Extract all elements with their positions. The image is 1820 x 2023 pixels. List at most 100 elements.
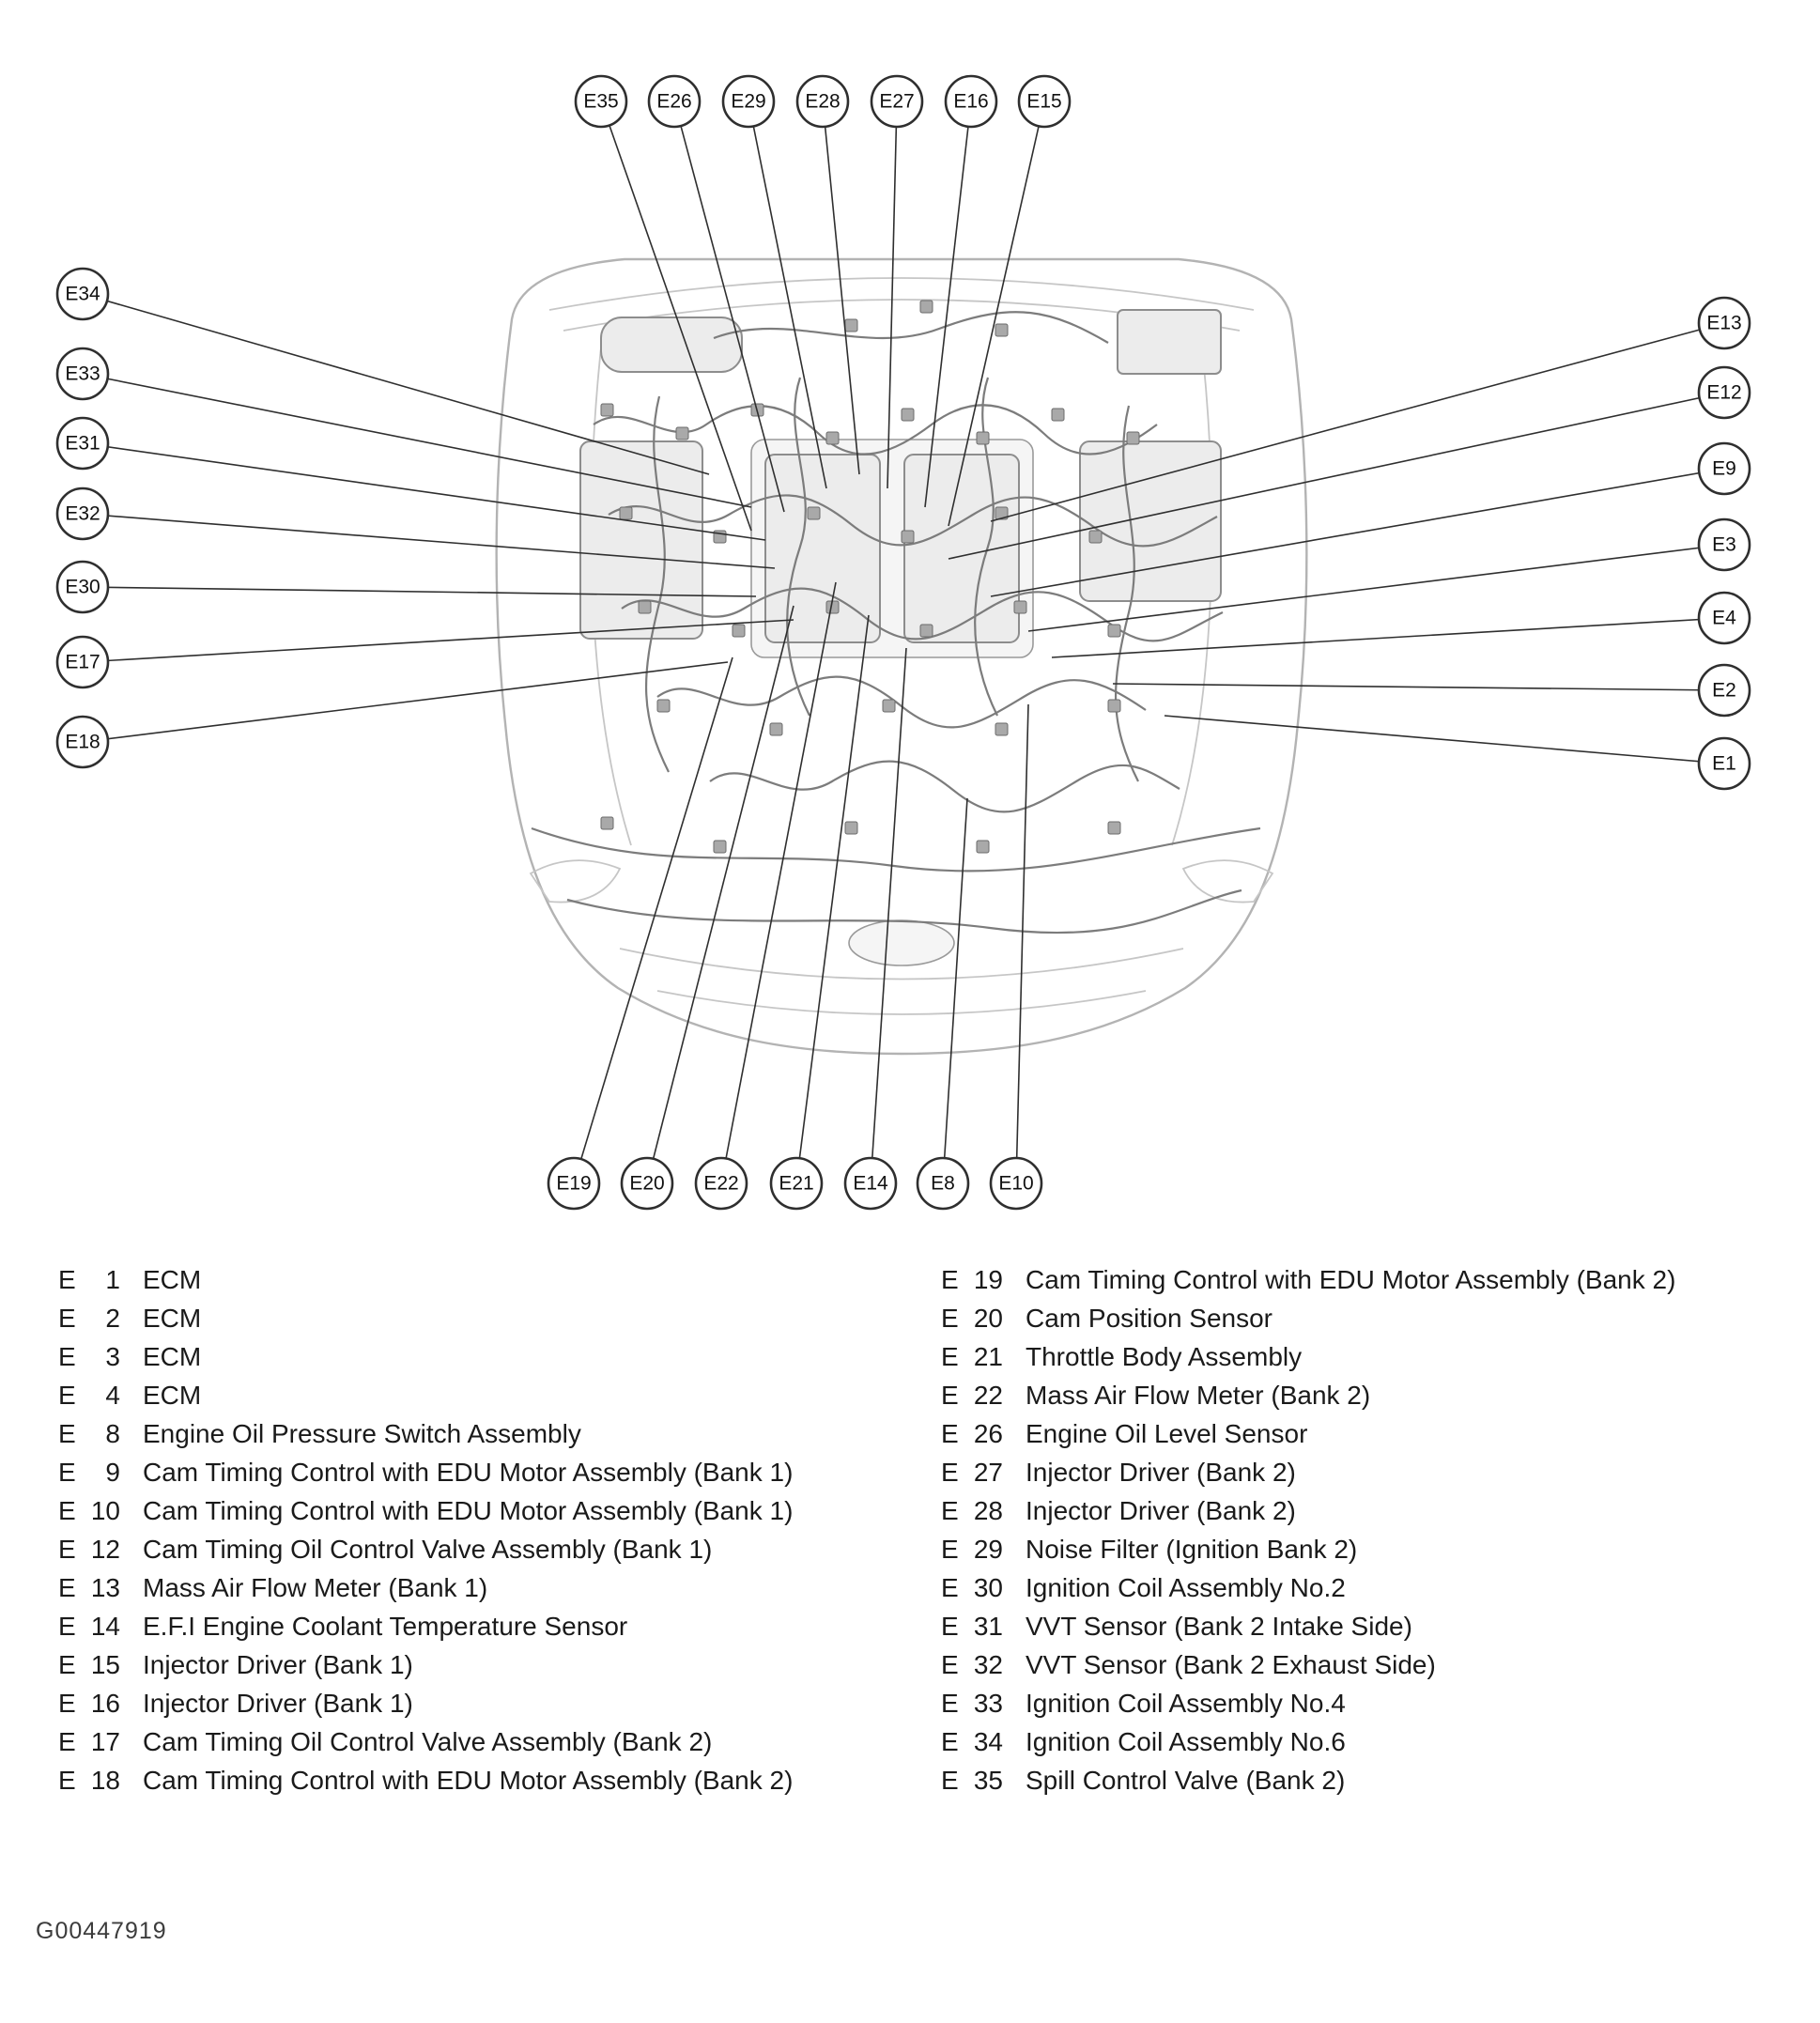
callout-label-E9: E9: [1712, 458, 1736, 480]
leader-line-E9: [990, 468, 1725, 597]
leader-line-E10: [1015, 703, 1029, 1184]
legend-component-name: Cam Timing Control with EDU Motor Assemb…: [1026, 1264, 1676, 1294]
callout-label-E31: E31: [65, 433, 100, 455]
legend-id-number: 22: [973, 1380, 1003, 1410]
connector-block: [675, 426, 689, 440]
legend-component-name: Cam Timing Control with EDU Motor Assemb…: [143, 1765, 794, 1795]
callout-label-E28: E28: [805, 91, 840, 113]
callout-circle-E32: [55, 486, 110, 541]
legend-id-number: 21: [973, 1341, 1003, 1371]
legend-id-prefix: E: [941, 1418, 959, 1448]
callout-E15: E15: [1017, 74, 1072, 129]
callout-circle-E17: [55, 635, 110, 689]
callout-label-E29: E29: [731, 91, 765, 113]
legend-id-prefix: E: [941, 1572, 959, 1602]
callout-label-E26: E26: [656, 91, 691, 113]
leader-line-E19: [573, 656, 733, 1184]
callout-E1: E1: [1697, 736, 1751, 791]
engine-harness-art: [531, 311, 1261, 934]
legend-id-number: 4: [105, 1380, 120, 1410]
legend-column-right: E 19 Cam Timing Control with EDU Motor Ass…: [941, 1260, 1675, 1799]
legend-id-number: 35: [973, 1765, 1003, 1795]
leader-line-E17: [82, 619, 794, 663]
engine-components-art: [579, 309, 1222, 966]
connector-block: [656, 699, 671, 713]
leader-line-E4: [1051, 617, 1725, 658]
connector-block: [919, 624, 933, 638]
callout-label-E21: E21: [779, 1173, 813, 1195]
callout-E29: E29: [721, 74, 776, 129]
callout-label-E12: E12: [1706, 382, 1741, 404]
legend-id-prefix: E: [941, 1726, 959, 1756]
connector-block: [713, 840, 727, 854]
connector-block: [976, 431, 990, 445]
leader-line-E14: [870, 647, 907, 1184]
legend-id-prefix: E: [941, 1534, 959, 1564]
leader-line-E33: [82, 373, 752, 508]
connector-block: [995, 506, 1009, 520]
leader-line-E20: [646, 605, 794, 1184]
harness-connectors: [600, 300, 1140, 854]
callout-circle-E10: [989, 1156, 1043, 1211]
callout-label-E17: E17: [65, 652, 100, 673]
callout-label-E32: E32: [65, 503, 100, 525]
callout-E9: E9: [1697, 441, 1751, 496]
callout-E28: E28: [795, 74, 850, 129]
callout-label-E8: E8: [931, 1173, 955, 1195]
callout-label-E2: E2: [1712, 680, 1736, 702]
legend-id-prefix: E: [941, 1457, 959, 1487]
callout-E16: E16: [944, 74, 998, 129]
callout-circle-E27: [870, 74, 924, 129]
legend-id-number: 19: [973, 1264, 1003, 1294]
legend-id-number: 14: [90, 1611, 120, 1641]
connector-block: [844, 821, 858, 835]
callout-label-E22: E22: [703, 1173, 738, 1195]
callout-leader-lines: [82, 100, 1725, 1184]
legend-component-name: Injector Driver (Bank 2): [1026, 1495, 1296, 1525]
legend-component-name: Cam Timing Oil Control Valve Assembly (B…: [143, 1726, 713, 1756]
legend-id-prefix: E: [58, 1380, 76, 1410]
legend-component-name: ECM: [143, 1303, 202, 1333]
leader-line-E26: [673, 100, 785, 513]
callout-label-E35: E35: [583, 91, 618, 113]
legend-id-number: 8: [105, 1418, 120, 1448]
callout-label-E20: E20: [629, 1173, 664, 1195]
callout-circle-E26: [647, 74, 702, 129]
callout-circle-E14: [843, 1156, 898, 1211]
callout-E12: E12: [1697, 365, 1751, 420]
leader-line-E35: [600, 100, 752, 532]
connector-block: [919, 300, 933, 314]
legend-id-prefix: E: [58, 1726, 76, 1756]
callout-E20: E20: [620, 1156, 674, 1211]
callout-label-E34: E34: [65, 284, 100, 305]
connector-block: [995, 323, 1009, 337]
legend-id-prefix: E: [58, 1418, 76, 1448]
legend-component-name: Mass Air Flow Meter (Bank 1): [143, 1572, 488, 1602]
callout-E26: E26: [647, 74, 702, 129]
legend-id-prefix: E: [941, 1380, 959, 1410]
legend-id-number: 16: [90, 1688, 120, 1718]
callout-circle-E19: [547, 1156, 601, 1211]
callout-label-E19: E19: [556, 1173, 591, 1195]
connector-block: [619, 506, 633, 520]
callout-circle-E22: [694, 1156, 748, 1211]
callout-circle-E31: [55, 416, 110, 471]
legend-component-name: VVT Sensor (Bank 2 Intake Side): [1026, 1611, 1412, 1641]
legend-id-prefix: E: [58, 1264, 76, 1294]
legend-component-name: Cam Timing Control with EDU Motor Assemb…: [143, 1495, 794, 1525]
leader-line-E22: [720, 581, 837, 1184]
connector-block: [825, 431, 840, 445]
